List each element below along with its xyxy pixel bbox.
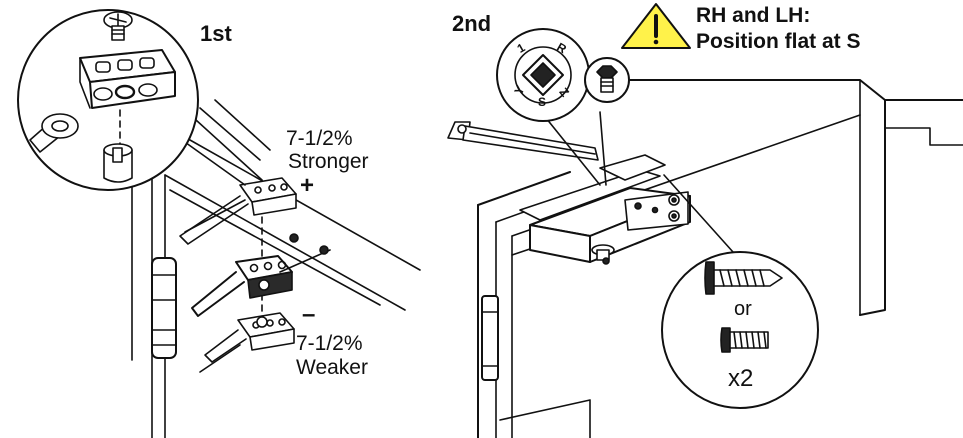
machine-screw-icon: [720, 327, 769, 353]
warning-triangle-icon: [621, 3, 691, 49]
detail-magnifier-1: [17, 9, 199, 191]
closer-arm: [447, 121, 666, 221]
bracket-current: [191, 233, 331, 317]
door-closer-body: [529, 187, 691, 265]
stronger-percent: 7-1/2%: [286, 127, 353, 150]
weaker-percent: 7-1/2%: [296, 332, 363, 355]
dial-magnifier: [496, 28, 590, 122]
step2-illustration: [447, 3, 963, 438]
plus-sign: +: [300, 172, 315, 199]
wood-screw-icon: [704, 261, 783, 295]
weaker-label: Weaker: [296, 356, 368, 379]
or-text: or: [734, 298, 752, 320]
hex-bolt-icon: [584, 57, 630, 103]
bracket-stronger: [179, 177, 297, 245]
screws-magnifier: [661, 251, 819, 409]
warning-line1: RH and LH:: [696, 4, 811, 27]
stronger-label: Stronger: [288, 150, 369, 173]
bracket-weaker: [199, 312, 295, 373]
door-hinge-icon: [481, 295, 499, 381]
screw-icon: [103, 11, 133, 41]
step1-illustration: [17, 9, 421, 438]
step1-label: 1st: [200, 21, 232, 46]
minus-sign: –: [302, 301, 316, 328]
hinge-icon: [151, 257, 177, 359]
dial-letter-s: S: [538, 95, 547, 109]
warning-line2: Position flat at S: [696, 30, 861, 53]
step2-label: 2nd: [452, 11, 492, 36]
quantity-x2: x2: [728, 365, 754, 392]
